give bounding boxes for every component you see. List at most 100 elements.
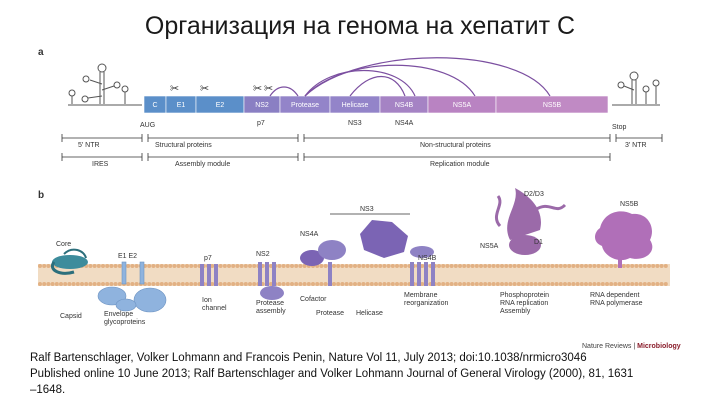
lipid-head — [348, 282, 353, 286]
lipid-head — [596, 282, 601, 286]
lipid-head — [332, 282, 336, 286]
journal-name: Nature Reviews — [582, 343, 632, 350]
lipid-head — [164, 264, 168, 268]
lipid-head — [659, 282, 664, 286]
lipid-head — [243, 282, 248, 286]
lipid-head — [340, 282, 345, 286]
segment-label-e1: E1 — [177, 102, 186, 109]
lipid-head — [605, 264, 609, 268]
citation-block: Ralf Bartenschlager, Volker Lohmann and … — [30, 350, 700, 398]
lipid-head — [592, 264, 597, 268]
ns5a-b-label: NS5A — [480, 243, 499, 250]
ns4b-protein — [410, 246, 435, 286]
lipid-head — [437, 264, 441, 268]
lipid-head — [584, 282, 588, 286]
panel-a-letter: a — [38, 47, 44, 58]
lipid-head — [59, 282, 63, 286]
lipid-head — [365, 282, 370, 286]
ion-label-2: channel — [202, 305, 227, 312]
lipid-head — [344, 282, 349, 286]
lipid-head — [294, 264, 299, 268]
ns3-ns4a-complex — [300, 213, 410, 286]
lipid-head — [336, 282, 341, 286]
lipid-head — [609, 264, 614, 268]
lipid-head — [647, 282, 651, 286]
lipid-head — [54, 282, 59, 286]
protease-assembly-label-2: assembly — [256, 308, 286, 315]
d1-label: D1 — [534, 239, 543, 246]
lipid-head — [533, 282, 538, 286]
ns3-label: NS3 — [348, 120, 362, 127]
lipid-head — [315, 282, 320, 286]
lipid-head — [449, 264, 454, 268]
lipid-head — [462, 264, 467, 268]
lipid-head — [441, 264, 446, 268]
lipid-head — [222, 282, 227, 286]
lipid-head — [605, 282, 609, 286]
lipid-head — [46, 282, 51, 286]
lipid-head — [210, 264, 215, 268]
stop-label: Stop — [612, 124, 627, 131]
lipid-head — [659, 264, 664, 268]
lipid-head — [101, 264, 105, 268]
lipid-head — [399, 264, 404, 268]
lipid-head — [185, 264, 189, 268]
lipid-head — [462, 282, 467, 286]
lipid-head — [298, 282, 303, 286]
scissors-icon: ✂ — [170, 82, 179, 95]
ns5b-protein — [595, 211, 653, 268]
cofactor-label: Cofactor — [300, 296, 327, 303]
lipid-head — [88, 264, 93, 268]
lipid-head — [546, 282, 551, 286]
lipid-head — [483, 282, 488, 286]
lipid-head — [84, 282, 89, 286]
lipid-head — [46, 264, 51, 268]
lipid-head — [386, 264, 391, 268]
lipid-head — [340, 264, 345, 268]
lipid-head — [550, 282, 555, 286]
ns5a-protein — [494, 188, 567, 255]
segment-ns5b — [495, 95, 609, 114]
lipid-head — [512, 264, 517, 268]
lipid-head — [222, 264, 227, 268]
ns4a-label: NS4A — [395, 120, 414, 127]
ion-label-1: Ion — [202, 297, 212, 304]
lipid-head — [542, 282, 546, 286]
bracket-row-2 — [61, 153, 611, 161]
lipid-head — [525, 282, 530, 286]
lipid-head — [571, 282, 576, 286]
lipid-head — [67, 282, 72, 286]
lipid-head — [655, 282, 660, 286]
lipid-head — [235, 264, 240, 268]
lipid-head — [285, 264, 290, 268]
p7-b-label: p7 — [204, 255, 212, 262]
lipid-head — [470, 264, 475, 268]
lipid-head — [218, 282, 223, 286]
membrane-label-1: Membrane — [404, 292, 438, 299]
lipid-head — [630, 282, 635, 286]
lipid-head — [621, 264, 626, 268]
lipid-head — [600, 264, 605, 268]
replication-module-label: Replication module — [430, 161, 490, 168]
lipid-head — [353, 264, 357, 268]
lipid-head — [537, 282, 542, 286]
scissors-icon: ✂ — [253, 82, 262, 95]
lipid-head — [546, 264, 551, 268]
nonstructural-proteins-label: Non-structural proteins — [420, 142, 491, 149]
lipid-head — [126, 282, 131, 286]
e1e2-label: E1 E2 — [118, 253, 137, 260]
lipid-head — [378, 264, 383, 268]
lipid-head — [210, 282, 215, 286]
lipid-head — [571, 264, 576, 268]
lipid-head — [588, 264, 593, 268]
lipid-head — [235, 282, 240, 286]
lipid-head — [437, 282, 441, 286]
lipid-head — [516, 282, 521, 286]
lipid-head — [617, 282, 622, 286]
lipid-head — [567, 282, 572, 286]
lipid-head — [663, 264, 668, 268]
protease-label: Protease — [316, 310, 344, 317]
lipid-head — [575, 264, 580, 268]
capsid-label: Capsid — [60, 313, 82, 320]
